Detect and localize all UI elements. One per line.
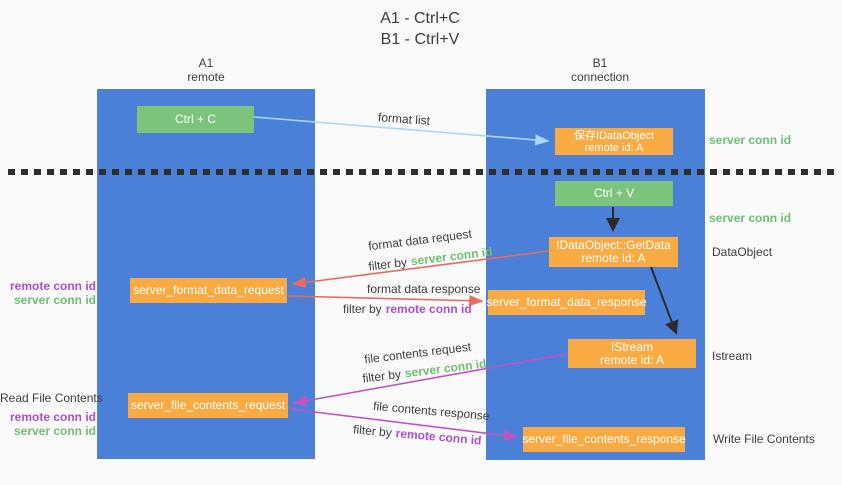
save-idataobject-line1: 保存IDataObject: [573, 129, 655, 142]
read-file-contents-label: Read File Contents: [0, 391, 103, 405]
server-conn-id-label-top-right: server conn id: [709, 133, 792, 147]
title-line-1: A1 - Ctrl+C: [380, 10, 460, 27]
column-a1-id: A1: [198, 56, 214, 70]
format-list-label: format list: [377, 110, 431, 128]
column-header-b1: B1 connection: [540, 56, 660, 84]
istream-box: IStream remote id: A: [568, 339, 696, 368]
write-file-contents-label: Write File Contents: [713, 432, 815, 446]
format-data-response-label: format data response: [367, 282, 481, 296]
save-idataobject-line2: remote id: A: [584, 141, 644, 154]
server-file-contents-response-box: server_file_contents_response: [522, 427, 686, 452]
server-conn-id-highlight-1: server conn id: [409, 244, 494, 269]
server-file-contents-request-box: server_file_contents_request: [128, 393, 288, 418]
ctrl-v-label: Ctrl + V: [593, 186, 635, 200]
filter-by-text: filter by: [361, 366, 402, 386]
ctrl-c-label: Ctrl + C: [174, 112, 216, 126]
istream-line2: remote id: A: [599, 352, 665, 367]
server-format-data-response-label: server_format_data_response: [486, 295, 647, 309]
file-contents-response-label: file contents response: [372, 398, 491, 424]
remote-conn-id-highlight-2: remote conn id: [395, 426, 483, 448]
column-a1-role: remote: [187, 70, 225, 84]
getdata-line2: remote id: A: [581, 251, 646, 265]
column-b1-role: connection: [570, 70, 630, 84]
column-header-a1: A1 remote: [146, 56, 266, 84]
server-conn-id-label-mid-right: server conn id: [709, 211, 792, 225]
diagram-title: A1 - Ctrl+C B1 - Ctrl+V: [300, 8, 540, 50]
server-format-data-request-label: server_format_data_request: [133, 283, 284, 297]
ctrl-c-box: Ctrl + C: [137, 106, 254, 133]
server-conn-id-label-left-1: server conn id: [13, 293, 96, 307]
remote-conn-id-label-left-1: remote conn id: [9, 279, 96, 293]
server-conn-id-label-left-2: server conn id: [13, 424, 96, 438]
remote-conn-id-label-left-2: remote conn id: [9, 410, 96, 424]
filter-by-text: filter by: [343, 302, 382, 316]
ctrl-v-box: Ctrl + V: [555, 181, 673, 206]
save-idataobject-box: 保存IDataObject remote id: A: [555, 128, 673, 155]
remote-conn-id-highlight-1: remote conn id: [385, 302, 472, 316]
server-file-contents-response-label: server_file_contents_response: [522, 432, 686, 446]
getdata-line1: IDataObject::GetData: [556, 238, 671, 252]
server-file-contents-request-label: server_file_contents_request: [130, 398, 286, 412]
server-format-data-response-box: server_format_data_response: [486, 290, 647, 315]
column-b1-id: B1: [592, 56, 608, 70]
title-line-2: B1 - Ctrl+V: [380, 31, 460, 48]
format-data-response-arrow: [287, 295, 484, 307]
dataobject-label: DataObject: [712, 245, 773, 259]
istream-side-label: Istream: [712, 349, 753, 363]
server-format-data-request-box: server_format_data_request: [130, 278, 287, 303]
filter-by-text: filter by: [367, 254, 408, 274]
filter-by-text: filter by: [352, 422, 393, 440]
getdata-box: IDataObject::GetData remote id: A: [549, 237, 678, 267]
istream-line1: IStream: [610, 339, 653, 354]
